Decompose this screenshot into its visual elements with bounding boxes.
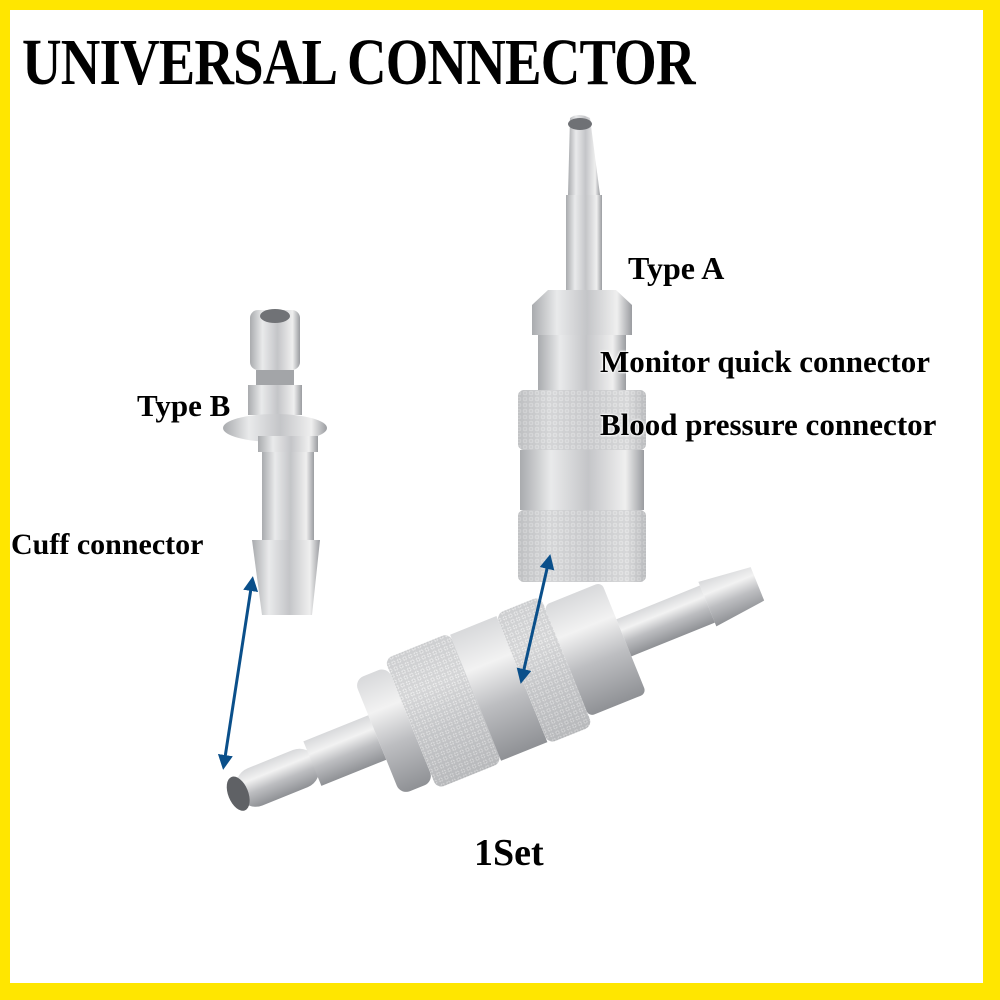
yellow-border-top (0, 0, 1000, 10)
yellow-border-left (0, 0, 10, 1000)
yellow-border-right (983, 0, 1000, 1000)
arrow-cuff-to-coupler (217, 576, 259, 770)
type-a-label: Type A (628, 250, 725, 286)
type-b-label: Type B (137, 388, 231, 423)
type-a-connector (518, 115, 646, 582)
yellow-border-bottom (0, 983, 1000, 1000)
cuff-connector-label: Cuff connector (11, 528, 204, 561)
arrow-typea-to-coupler (516, 554, 555, 684)
set-quantity-label: 1Set (474, 832, 544, 874)
page-title: UNIVERSAL CONNECTOR (22, 26, 696, 99)
type-b-connector (223, 309, 327, 615)
monitor-quick-connector-label: Monitor quick connector (600, 344, 931, 379)
blood-pressure-connector-label: Blood pressure connector (600, 407, 937, 442)
